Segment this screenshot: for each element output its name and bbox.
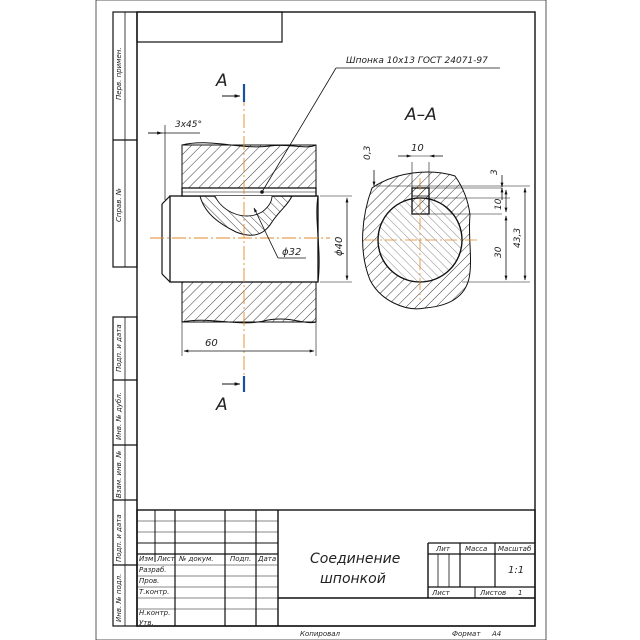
stamp-vzam-inv: Взам. инв. № — [115, 450, 123, 498]
top-code-box — [136, 11, 283, 43]
stamp-inv-podl: Инв. № подл. — [115, 574, 123, 622]
lit-label: Лит — [435, 545, 451, 553]
stamp-inv-dubl: Инв. № дубл. — [115, 392, 123, 440]
dim-hub-diameter: ϕ40 — [334, 237, 345, 256]
section-view-label: А–А — [404, 105, 437, 125]
key-callout: Шпонка 10x13 ГОСТ 24071-97 — [346, 56, 488, 66]
sheet-border — [95, 0, 547, 640]
col-doc: № докум. — [178, 555, 214, 563]
scale-label: Масштаб — [498, 545, 532, 553]
section-view-aa: А–А 10 0,3 3 10 30 — [362, 105, 530, 310]
dim-tolerance-note: 0,3 — [363, 145, 373, 160]
longitudinal-view: А А 3x45° Шпонка 10x13 ГОСТ 24071-97 ϕ32… — [148, 56, 500, 415]
sheets-label: Листов — [479, 589, 506, 597]
format-label: Формат — [452, 630, 481, 638]
row-nkontr: Н.контр. — [139, 609, 170, 617]
chamfer-label: 3x45° — [175, 120, 202, 130]
col-date: Дата — [257, 555, 276, 563]
dim-shaft-diameter: ϕ32 — [282, 247, 301, 258]
col-sign: Подп. — [230, 555, 251, 563]
mass-label: Масса — [465, 545, 487, 553]
row-razrab: Разраб. — [139, 566, 167, 574]
col-list: Лист — [156, 555, 176, 563]
stamp-podp-data-1: Подп. и дата — [115, 324, 123, 372]
dim-3: 3 — [490, 169, 500, 175]
row-utv: Утв. — [139, 619, 154, 627]
dim-key-width: 10 — [411, 143, 424, 154]
side-stamp: Перв. примен. Справ. № Подп. и дата Инв.… — [112, 11, 138, 627]
section-letter-top: А — [215, 71, 228, 91]
dim-length: 60 — [205, 338, 218, 349]
dim-30: 30 — [494, 246, 504, 258]
stamp-sprav: Справ. № — [115, 188, 123, 222]
scale-value: 1:1 — [508, 565, 524, 576]
key-section — [411, 187, 430, 215]
section-letter-bottom: А — [215, 395, 228, 415]
title-block: Изм Лист № докум. Подп. Дата Разраб. Про… — [136, 509, 536, 638]
sheets-value: 1 — [518, 589, 522, 597]
sheet-label: Лист — [431, 589, 451, 597]
copied-label: Копировал — [300, 630, 341, 638]
col-izm: Изм — [139, 555, 154, 563]
stamp-perv-primen: Перв. примен. — [115, 47, 123, 100]
format-value: А4 — [491, 630, 501, 638]
drawing-name-line2: шпонкой — [320, 571, 386, 587]
row-prov: Пров. — [139, 577, 159, 585]
drawing-name-line1: Соединение — [310, 551, 400, 567]
dim-43-3: 43,3 — [513, 228, 523, 248]
stamp-podp-data-2: Подп. и дата — [115, 514, 123, 562]
row-tkontr: Т.контр. — [139, 588, 169, 596]
dim-10: 10 — [494, 198, 504, 210]
